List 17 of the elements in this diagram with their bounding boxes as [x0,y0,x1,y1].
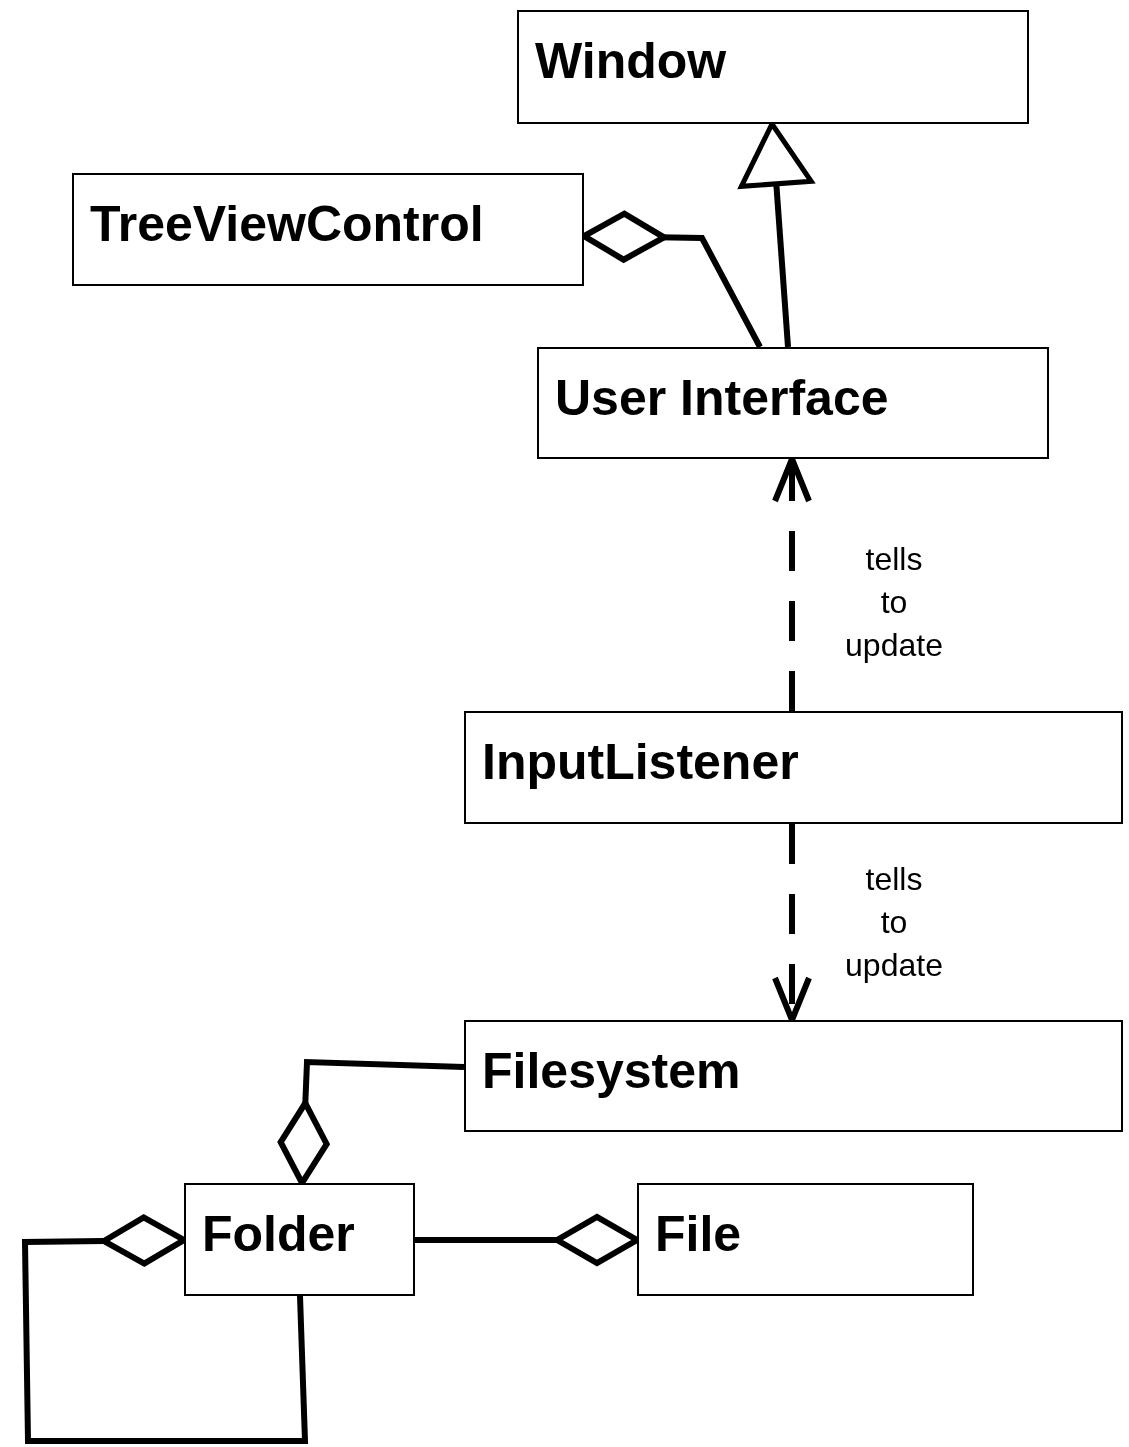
dashed-arrow [772,824,812,1023]
aggregation-line [277,1058,465,1186]
class-box [517,10,1029,124]
class-name: User Interface [555,371,890,426]
class-name: Folder [202,1207,356,1262]
class-name: Window [535,34,728,89]
class-box [184,1183,415,1296]
class-box [637,1183,974,1296]
class-box [72,173,584,286]
class-name: Filesystem [482,1044,742,1099]
class-name: File [655,1207,743,1262]
class-box [464,711,1123,824]
class-name: InputListener [482,735,800,790]
class-box [537,347,1049,459]
aggregation-line [21,1214,309,1444]
class-box [464,1020,1123,1132]
class-name: TreeViewControl [90,197,485,252]
